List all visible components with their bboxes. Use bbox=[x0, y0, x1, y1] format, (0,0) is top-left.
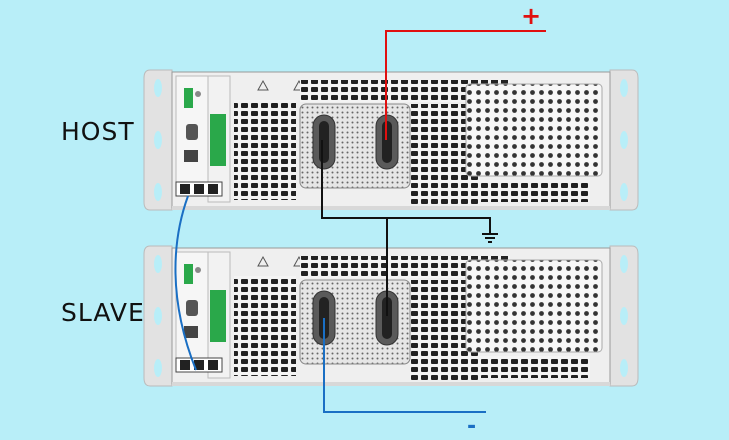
share-bus-cable bbox=[174, 195, 197, 371]
positive-sign: + bbox=[521, 2, 542, 30]
slave-label: SLAVE bbox=[61, 298, 145, 327]
negative-sign: - bbox=[467, 414, 477, 439]
positive-wire bbox=[385, 30, 546, 140]
host-label: HOST bbox=[61, 117, 135, 146]
negative-wire bbox=[323, 318, 486, 413]
link-wire bbox=[321, 140, 491, 234]
ground-icon bbox=[482, 233, 498, 243]
slave-unit bbox=[143, 245, 639, 387]
host-unit bbox=[143, 69, 639, 211]
